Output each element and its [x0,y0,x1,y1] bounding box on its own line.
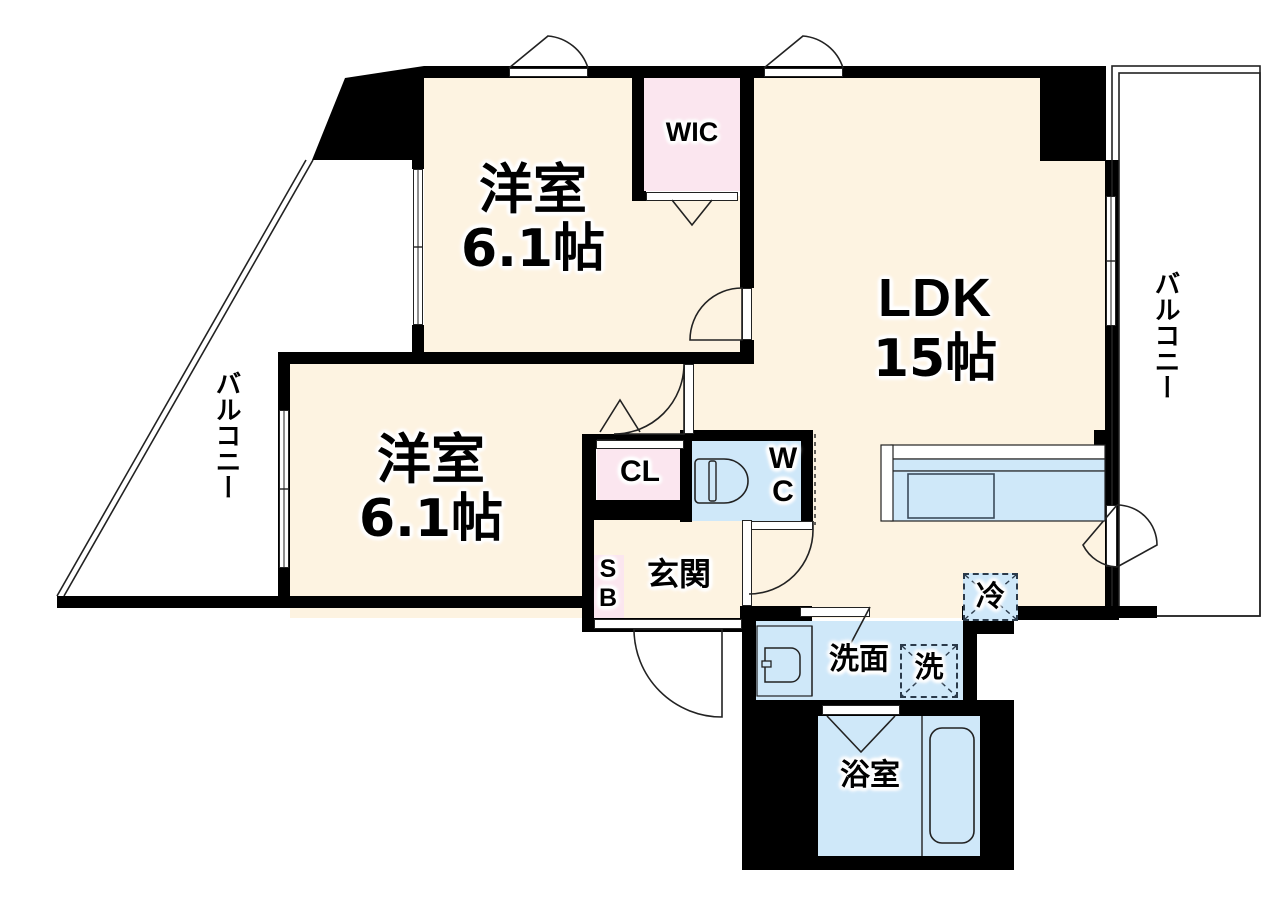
wall-washroom-left [742,606,756,868]
cl-closet-fill [597,448,683,500]
bedroom-north-floor-fill-right [642,196,742,352]
washbasin-label: 洗面 [829,642,889,677]
wall-ldk-right-upper2 [1105,326,1119,444]
balcony-right-label: バルコニー [1150,270,1180,400]
window-ldk-right-balcony [1106,196,1116,326]
bedroom-north-size-label: 6.1帖 [460,219,606,279]
wall-bedroom-north-left-top [412,160,424,169]
wall-bedroom-south-left-upper [278,352,290,410]
sb-shoebox-fill [592,555,624,618]
doorbar-bath [822,705,900,715]
wall-bedroom-north-east-upper [740,191,754,288]
bedroom-south-label: 洋室 [377,428,485,491]
wall-washroom-right-upper [963,620,1014,634]
ldk-size-label: 15帖 [872,329,998,389]
wall-ldk-bottom-left [740,606,754,620]
window-bedroom-north-top [509,68,588,77]
entrance-label: 玄関 [646,555,711,593]
cl-label: CL [620,455,660,488]
sb-label-line1: S [599,555,617,583]
wall-wc-top [680,430,813,441]
doorbar-wc [749,521,813,530]
doorbar-bedroom-north-to-ldk [742,288,752,340]
window-bedroom-north-left [413,169,423,325]
wall-bedroom-south-left-lower [278,568,290,608]
window-ldk-top [764,68,843,77]
ldk-floor-fill-upper-right [1040,160,1105,443]
bedroom-south-floor-fill [290,364,582,618]
wall-top-wic-right [740,66,754,191]
bath-label: 浴室 [840,758,900,793]
wall-bedroom-north-east-lower [740,340,754,364]
wall-balcony-left-bottom [57,596,290,608]
balcony-left-label: バルコニー [211,370,241,500]
wall-wic-bottom-left [632,191,646,201]
wall-cl-left [582,434,596,520]
wc-label-line2: C [772,475,794,508]
ldk-floor-fill [742,78,1040,443]
bedroom-south-size-label: 6.1帖 [358,489,504,549]
wall-bedroom-south-bottom [278,596,594,608]
doorbar-cl [596,440,684,449]
wall-wc-left [680,430,692,522]
wc-label-line1: W [768,442,798,475]
wall-balcony-right-bottom [1105,606,1157,618]
wall-cl-bottom [582,500,688,520]
wall-washroom-right-vert [963,634,977,716]
sb-label-line2: B [598,584,618,612]
ldk-label: LDK [878,268,992,328]
wall-washroom-top-left [742,606,812,621]
wall-between-bedrooms [290,352,642,364]
bedroom-north-label: 洋室 [479,158,587,221]
wall-top-ldk-notch [1040,66,1106,161]
door-ldk-balcony [1106,505,1117,567]
wall-bath-right-edge [980,716,1014,856]
hallway-floor-fill [582,364,742,434]
wall-entrance-left [582,520,594,632]
wall-bath-left-fill [756,700,818,856]
window-bedroom-south-left [279,410,289,568]
bedroom-north-floor-fill [424,78,642,352]
wall-wc-right [801,430,813,522]
doorbar-corridor [742,520,752,606]
fridge-label: 冷 [975,579,1005,613]
wall-hallway-top [630,352,742,364]
wall-washroom-bottom [742,856,1014,870]
doorbar-bedroom-south-to-hall [684,364,694,434]
wall-bath-right-fill [977,700,1014,716]
doorbar-washroom [800,607,870,617]
wall-top-wic-left [632,66,644,191]
wic-label: WIC [665,117,719,147]
doorbar-wic [646,192,738,201]
wic-floor-fill [644,78,740,191]
doorbar-entrance [594,619,742,629]
washer-label: 洗 [914,650,944,684]
